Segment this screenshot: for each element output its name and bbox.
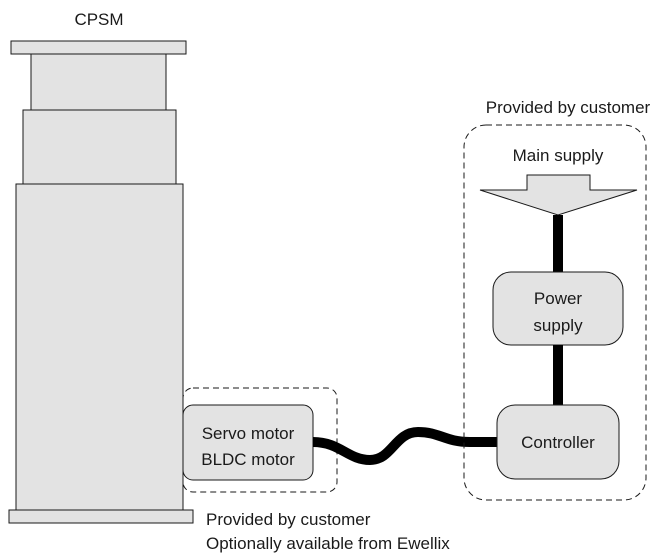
control-dashed-group (463, 124, 647, 501)
actuator-top-plate (10, 40, 187, 55)
actuator-label: CPSM (74, 10, 123, 29)
motor-label-line1: Servo motor (202, 424, 295, 443)
actuator (8, 40, 194, 524)
power-supply-label-line2: supply (533, 316, 583, 335)
actuator-middle-tube (22, 109, 177, 185)
motor-note-line2: Optionally available from Ewellix (206, 534, 450, 553)
main-supply-arrow-icon (479, 174, 638, 216)
controller-label: Controller (521, 433, 595, 452)
motor-controller-cable (312, 426, 497, 466)
control-group-label: Provided by customer (486, 98, 651, 117)
supply-power-cable (553, 215, 563, 272)
actuator-base-tube (15, 183, 184, 511)
motor-label-line2: BLDC motor (201, 450, 295, 469)
actuator-bottom-plate (8, 509, 194, 524)
power-supply-label-line1: Power (534, 289, 583, 308)
motor-note-line1: Provided by customer (206, 510, 371, 529)
main-supply-label: Main supply (513, 146, 604, 165)
actuator-top-tube (30, 53, 167, 111)
controller-box (496, 404, 620, 480)
power-controller-cable (553, 345, 563, 405)
